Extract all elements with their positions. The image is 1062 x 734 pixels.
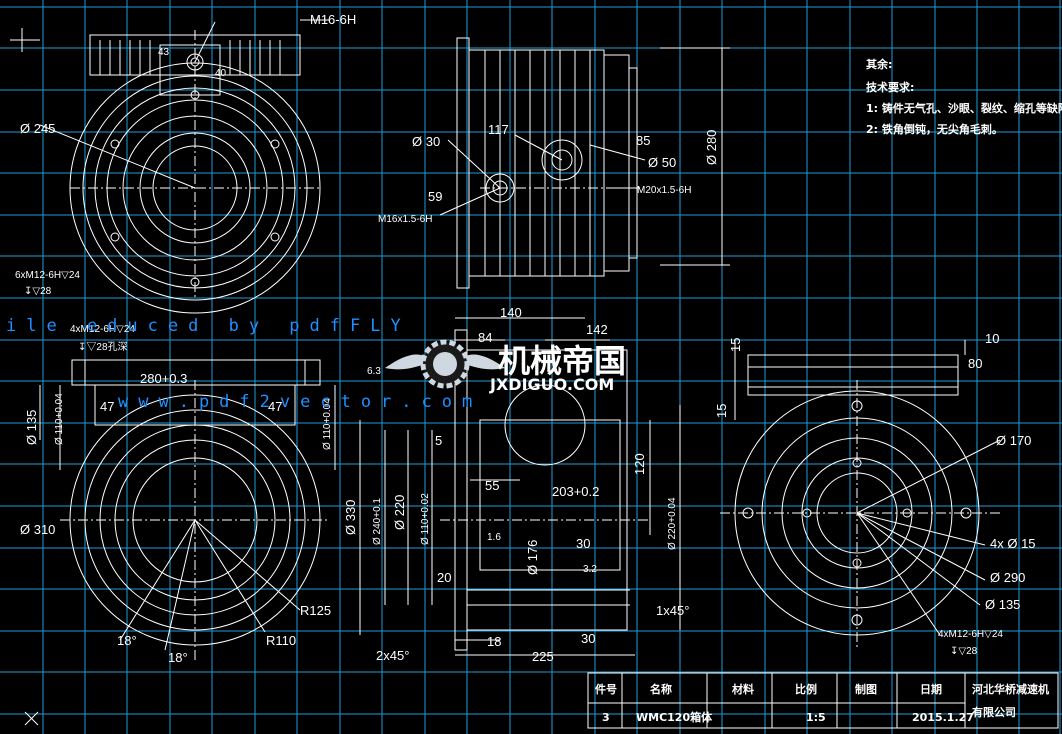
dim-d310: Ø 310 [20, 522, 55, 537]
dim-d220: Ø 220 [392, 495, 407, 530]
dim-d110c: Ø 110+0.02 [420, 493, 431, 545]
dim-d220b: Ø 220+0.04 [667, 497, 678, 550]
top-middle-view [439, 37, 730, 289]
dim-r125: R125 [300, 603, 331, 618]
dim-30c: 30 [581, 631, 595, 646]
tb-header-drafter: 制图 [855, 682, 877, 696]
dim-15a: 15 [728, 338, 743, 352]
title-block [587, 672, 1059, 729]
dim-47b: 47 [268, 399, 282, 414]
dim-80: 80 [968, 356, 982, 371]
tb-header-date: 日期 [920, 682, 942, 696]
dim-d110b: Ø 110+0.04 [322, 398, 333, 450]
dim-d280: Ø 280 [704, 130, 719, 165]
crosshair-icon [10, 28, 40, 726]
bottom-middle-section [359, 317, 681, 656]
dim-chamfer2: 2x45° [376, 648, 409, 663]
dim-hole4b: 4xM12-6H▽24 [938, 629, 1003, 640]
dim-d135: Ø 135 [24, 410, 39, 445]
dim-20: 20 [437, 570, 451, 585]
dim-55: 55 [485, 478, 499, 493]
gear-wings-icon [385, 339, 505, 389]
dim-hole4b-depth: ↧▽28 [950, 646, 978, 657]
dim-d245: Ø 245 [20, 121, 55, 136]
dim-203: 203+0.2 [552, 484, 599, 499]
note-heading: 技术要求: [866, 80, 914, 94]
dim-84: 84 [478, 330, 492, 345]
dim-43: 43 [158, 47, 170, 58]
note-line1: 1: 铸件无气孔、沙眼、裂纹、缩孔等缺陷。 [866, 101, 1062, 115]
site-logo: 机械帝国 JXDIGUO.COM [385, 339, 626, 394]
dim-47a: 47 [100, 399, 114, 414]
dim-chamfer1: 1x45° [656, 603, 689, 618]
roughness-1-6: 1.6 [487, 532, 501, 543]
dim-d110a: Ø 110+0.04 [54, 393, 65, 445]
dim-hole6-depth: ↧▽28 [24, 286, 52, 297]
dim-d170: Ø 170 [996, 433, 1031, 448]
bottom-left-view [39, 359, 336, 660]
dim-18: 18 [487, 634, 501, 649]
dim-d135b: Ø 135 [985, 597, 1020, 612]
dim-18b: 18° [168, 650, 188, 665]
dim-18a: 18° [117, 633, 137, 648]
dim-4x15: 4x Ø 15 [990, 536, 1036, 551]
dim-d330: Ø 330 [343, 500, 358, 535]
tb-value-part-no: 3 [602, 711, 610, 724]
dim-hole4: 4xM12-6H▽24 [70, 324, 135, 335]
dim-117: 117 [488, 122, 509, 137]
bottom-right-view [720, 340, 1001, 650]
dim-d240: Ø 240+0.1 [372, 498, 383, 545]
dim-40: 40 [215, 68, 227, 79]
tb-value-name: WMC120箱体 [636, 710, 713, 724]
tb-header-scale: 比例 [795, 682, 817, 696]
note-remainder: 其余: [866, 57, 892, 71]
logo-en-text: JXDIGUO.COM [489, 375, 614, 394]
dim-85: 85 [636, 133, 650, 148]
dim-280-tol: 280+0.3 [140, 371, 187, 386]
tb-company-line2: 有限公司 [972, 705, 1016, 719]
dim-142: 142 [586, 322, 608, 337]
dim-120: 120 [632, 453, 647, 475]
dimension-labels: M16-6H 43 40 Ø 245 6xM12-6H▽24 ↧▽28 Ø 30… [15, 12, 1036, 665]
dim-d50: Ø 50 [648, 155, 676, 170]
watermark: ile educed by pdfFLY www.pdf2vector.com [6, 316, 482, 412]
dim-m20x15: M20x1.5-6H [637, 185, 691, 196]
dim-d30: Ø 30 [412, 134, 440, 149]
top-left-view [39, 19, 330, 314]
dim-30b: 30 [576, 536, 590, 551]
dim-r110: R110 [266, 633, 296, 648]
dim-hole6: 6xM12-6H▽24 [15, 270, 80, 281]
dim-140: 140 [500, 305, 522, 320]
dim-d176: Ø 176 [525, 540, 540, 575]
watermark-line2: www.pdf2vector.com [118, 392, 482, 412]
logo-cn-text: 机械帝国 [498, 342, 626, 380]
dim-hole4-depth: ↧▽28孔深 [78, 341, 128, 353]
dim-59: 59 [428, 189, 442, 204]
note-line2: 2: 铁角倒钝，无尖角毛刺。 [866, 122, 1003, 136]
roughness-6-3: 6.3 [367, 366, 381, 377]
tb-company-line1: 河北华桥减速机 [972, 682, 1049, 696]
dim-10: 10 [985, 331, 999, 346]
tb-header-material: 材料 [732, 682, 754, 696]
title-block-text: 件号 名称 材料 比例 制图 日期 3 WMC120箱体 1:5 2015.1.… [595, 682, 1049, 724]
dim-m16-6h: M16-6H [310, 12, 356, 27]
dim-5: 5 [435, 433, 442, 448]
tb-header-name: 名称 [650, 682, 672, 696]
tb-header-part-no: 件号 [595, 682, 617, 696]
watermark-line1: ile educed by pdfFLY [6, 316, 411, 336]
tb-value-scale: 1:5 [806, 711, 826, 724]
dim-d290: Ø 290 [990, 570, 1025, 585]
tb-value-date: 2015.1.27 [912, 711, 974, 724]
dim-15b: 15 [714, 404, 729, 418]
technical-notes: 其余: 技术要求: 1: 铸件无气孔、沙眼、裂纹、缩孔等缺陷。 2: 铁角倒钝，… [866, 57, 1062, 136]
dim-225: 225 [532, 649, 554, 664]
dim-m16x15: M16x1.5-6H [378, 214, 432, 225]
roughness-3-2: 3.2 [583, 564, 597, 575]
